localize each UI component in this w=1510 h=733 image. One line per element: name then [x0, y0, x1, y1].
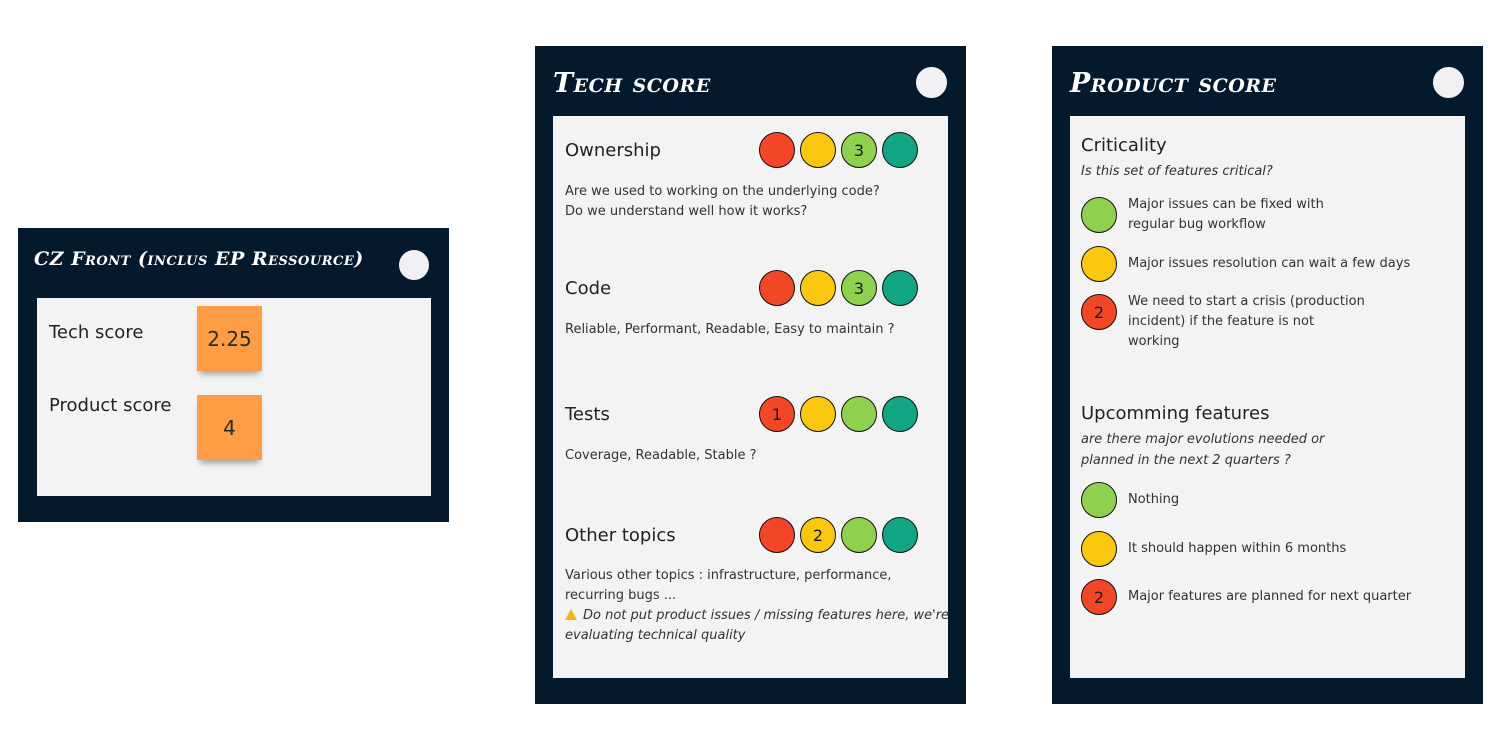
- upcoming-yellow-circle[interactable]: [1081, 531, 1117, 567]
- upcoming-features-heading: Upcomming features: [1081, 403, 1270, 424]
- criticality-option[interactable]: 2 We need to start a crisis (production …: [1081, 294, 1368, 352]
- summary-frame: CZ Front (inclus EP Ressource) Tech scor…: [18, 228, 449, 522]
- upcoming-option-text: It should happen within 6 months: [1128, 541, 1347, 556]
- code-yellow-circle[interactable]: [800, 270, 836, 306]
- product-toggle-button[interactable]: [1431, 65, 1466, 100]
- warning-icon: [565, 609, 577, 620]
- tests-yellow-circle[interactable]: [800, 396, 836, 432]
- ownership-rating: 3: [759, 132, 918, 168]
- tech-score-frame: Tech score Ownership 3 Are we used to wo…: [535, 46, 966, 704]
- other-topics-warning-line: evaluating technical quality: [565, 628, 746, 643]
- criticality-question: Is this set of features critical?: [1081, 164, 1273, 179]
- upcoming-option-text: Nothing: [1128, 492, 1180, 507]
- ownership-description-line: Are we used to working on the underlying…: [565, 184, 880, 199]
- upcoming-red-circle[interactable]: 2: [1081, 579, 1117, 615]
- criticality-option[interactable]: Major issues can be fixed with regular b…: [1081, 197, 1368, 235]
- ownership-teal-circle[interactable]: [882, 132, 918, 168]
- other-topics-teal-circle[interactable]: [882, 517, 918, 553]
- ownership-red-circle[interactable]: [759, 132, 795, 168]
- criticality-option-text: Major issues can be fixed with regular b…: [1128, 197, 1324, 232]
- product-score-label: Product score: [49, 395, 172, 416]
- summary-frame-title: CZ Front (inclus EP Ressource): [34, 248, 364, 270]
- upcoming-features-question: are there major evolutions needed or pla…: [1081, 429, 1324, 471]
- tests-label: Tests: [565, 404, 610, 425]
- criticality-option[interactable]: Major issues resolution can wait a few d…: [1081, 246, 1448, 282]
- summary-panel: Tech score 2.25 Product score 4: [37, 298, 431, 496]
- code-green-circle[interactable]: 3: [841, 270, 877, 306]
- criticality-yellow-circle[interactable]: [1081, 246, 1117, 282]
- ownership-description: Are we used to working on the underlying…: [565, 182, 880, 222]
- other-topics-description-line: Various other topics : infrastructure, p…: [565, 568, 892, 583]
- ownership-yellow-circle[interactable]: [800, 132, 836, 168]
- upcoming-option[interactable]: It should happen within 6 months: [1081, 531, 1448, 567]
- other-topics-green-circle[interactable]: [841, 517, 877, 553]
- ownership-description-line: Do we understand well how it works?: [565, 204, 808, 219]
- other-topics-red-circle[interactable]: [759, 517, 795, 553]
- other-topics-yellow-circle[interactable]: 2: [800, 517, 836, 553]
- upcoming-option-text: Major features are planned for next quar…: [1128, 589, 1412, 604]
- tests-green-circle[interactable]: [841, 396, 877, 432]
- criticality-heading: Criticality: [1081, 135, 1167, 156]
- criticality-option-text: Major issues resolution can wait a few d…: [1128, 256, 1411, 271]
- code-label: Code: [565, 278, 612, 299]
- summary-toggle-button[interactable]: [397, 248, 431, 282]
- upcoming-green-circle[interactable]: [1081, 482, 1117, 518]
- ownership-green-circle[interactable]: 3: [841, 132, 877, 168]
- other-topics-warning-text: Do not put product issues / missing feat…: [583, 608, 950, 623]
- upcoming-features-question-line: planned in the next 2 quarters ?: [1081, 453, 1291, 468]
- ownership-label: Ownership: [565, 140, 661, 161]
- other-topics-description-line: recurring bugs ...: [565, 588, 677, 603]
- upcoming-option[interactable]: Nothing: [1081, 482, 1448, 518]
- tech-score-sticky[interactable]: 2.25: [197, 306, 262, 371]
- tests-red-circle[interactable]: 1: [759, 396, 795, 432]
- product-score-sticky[interactable]: 4: [197, 395, 262, 460]
- code-rating: 3: [759, 270, 918, 306]
- tech-toggle-button[interactable]: [914, 65, 949, 100]
- upcoming-option[interactable]: 2 Major features are planned for next qu…: [1081, 579, 1448, 615]
- tech-frame-title: Tech score: [553, 68, 711, 99]
- criticality-green-circle[interactable]: [1081, 197, 1117, 233]
- upcoming-features-question-line: are there major evolutions needed or: [1081, 432, 1325, 447]
- criticality-red-circle[interactable]: 2: [1081, 294, 1117, 330]
- criticality-option-text: We need to start a crisis (production in…: [1128, 294, 1365, 349]
- product-score-frame: Product score Criticality Is this set of…: [1052, 46, 1483, 704]
- other-topics-label: Other topics: [565, 525, 676, 546]
- tests-rating: 1: [759, 396, 918, 432]
- tests-teal-circle[interactable]: [882, 396, 918, 432]
- tests-description: Coverage, Readable, Stable ?: [565, 448, 757, 463]
- other-topics-description: Various other topics : infrastructure, p…: [565, 566, 949, 646]
- other-topics-rating: 2: [759, 517, 918, 553]
- code-description: Reliable, Performant, Readable, Easy to …: [565, 322, 895, 337]
- product-frame-title: Product score: [1070, 68, 1277, 99]
- code-teal-circle[interactable]: [882, 270, 918, 306]
- product-panel: Criticality Is this set of features crit…: [1070, 116, 1465, 678]
- tech-panel: Ownership 3 Are we used to working on th…: [553, 116, 949, 678]
- code-red-circle[interactable]: [759, 270, 795, 306]
- tech-score-label: Tech score: [49, 322, 144, 343]
- other-topics-warning: Do not put product issues / missing feat…: [565, 606, 949, 626]
